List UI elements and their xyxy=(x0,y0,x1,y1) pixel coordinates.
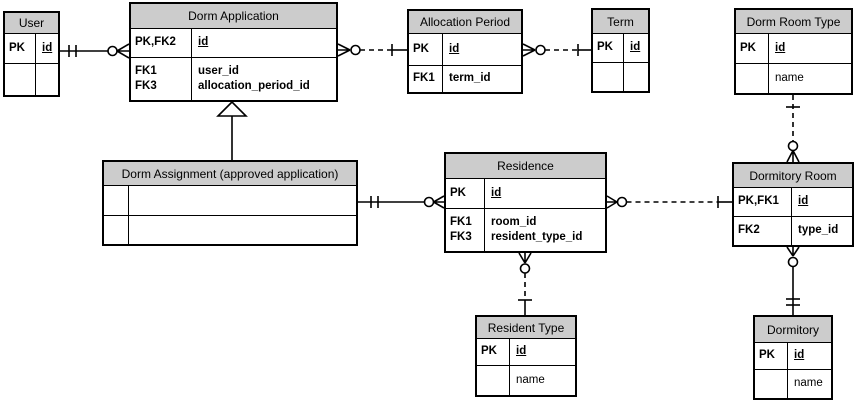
key-cell: FK1 xyxy=(409,66,443,92)
entity-title: Dorm Assignment (approved application) xyxy=(104,162,356,186)
zero-or-many-crow-foot-icon xyxy=(337,43,361,57)
entity-title: Residence xyxy=(446,154,605,179)
entity-title: User xyxy=(5,13,58,34)
entity-table-resident-type[interactable]: Resident Type PK id name xyxy=(475,315,577,397)
entity-table-dorm-room-type[interactable]: Dorm Room Type PK id name xyxy=(734,8,853,95)
key-cell: FK1 FK3 xyxy=(131,58,192,100)
key-cell: PK xyxy=(736,34,769,63)
field-cell: id xyxy=(775,41,786,54)
zero-or-many-crow-foot-icon xyxy=(606,195,628,209)
one-and-only-one-ticks-icon xyxy=(786,298,800,306)
rel-user-dorm-application[interactable] xyxy=(60,43,130,59)
key-cell xyxy=(104,186,129,215)
entity-table-allocation-period[interactable]: Allocation Period PK id FK1 term_id xyxy=(407,9,523,94)
field-cell: name xyxy=(516,373,545,386)
entity-table-dorm-application[interactable]: Dorm Application PK,FK2 id FK1 FK3 user_… xyxy=(129,2,338,102)
rel-dorm-assignment-residence[interactable] xyxy=(358,195,445,209)
field-cell xyxy=(36,64,58,95)
key-cell: PK,FK1 xyxy=(734,188,792,216)
field-cell xyxy=(624,63,648,91)
field-cell: id xyxy=(491,186,502,199)
entity-table-residence[interactable]: Residence PK id FK1 FK3 room_id resident… xyxy=(444,152,607,253)
entity-table-dormitory[interactable]: Dormitory PK id name xyxy=(753,315,833,400)
field-cell: user_id allocation_period_id xyxy=(198,64,310,93)
rel-subtype-dorm-assignment-dorm-application[interactable] xyxy=(216,100,248,160)
field-cell: name xyxy=(775,71,804,84)
zero-or-many-crow-foot-icon xyxy=(423,195,445,209)
rel-dorm-application-allocation-period[interactable] xyxy=(337,43,407,57)
one-and-only-one-ticks-icon xyxy=(370,196,379,208)
zero-or-many-crow-foot-icon xyxy=(786,246,800,268)
key-cell: PK xyxy=(5,34,36,63)
key-cell xyxy=(736,64,769,93)
key-cell: FK1 FK3 xyxy=(446,209,485,251)
rel-residence-dormitory-room[interactable] xyxy=(606,195,732,209)
zero-or-many-crow-foot-icon xyxy=(786,140,800,163)
field-cell xyxy=(129,216,356,244)
key-cell xyxy=(5,64,36,95)
zero-or-many-crow-foot-icon xyxy=(522,43,546,57)
field-cell xyxy=(129,186,356,215)
field-cell: id xyxy=(798,195,809,208)
field-cell: name xyxy=(794,377,823,390)
entity-title: Term xyxy=(593,10,648,34)
field-cell: id xyxy=(630,41,641,54)
key-cell xyxy=(104,216,129,244)
field-cell: id xyxy=(794,349,805,362)
entity-title: Resident Type xyxy=(477,317,575,339)
field-cell: id xyxy=(42,41,53,54)
entity-title: Allocation Period xyxy=(409,11,521,34)
key-cell xyxy=(477,366,510,395)
key-cell: PK,FK2 xyxy=(131,29,192,57)
inheritance-triangle-icon xyxy=(216,100,248,117)
rel-residence-resident-type[interactable] xyxy=(518,252,532,315)
field-cell: room_id resident_type_id xyxy=(491,215,583,244)
entity-title: Dormitory Room xyxy=(734,164,852,188)
field-cell: id xyxy=(516,345,527,358)
entity-table-user[interactable]: User PK id xyxy=(3,11,60,97)
rel-dormitory-room-dormitory[interactable] xyxy=(786,246,800,315)
rel-dorm-room-type-dormitory-room[interactable] xyxy=(786,95,800,163)
field-cell: id xyxy=(449,42,460,55)
key-cell: PK xyxy=(446,179,485,208)
field-cell: id xyxy=(198,36,209,49)
key-cell: PK xyxy=(755,343,788,369)
field-cell: term_id xyxy=(449,72,491,85)
rel-allocation-period-term[interactable] xyxy=(522,43,591,57)
entity-title: Dorm Application xyxy=(131,4,336,29)
zero-or-many-crow-foot-icon xyxy=(107,43,130,59)
entity-table-dorm-assignment[interactable]: Dorm Assignment (approved application) xyxy=(102,160,358,246)
key-cell xyxy=(755,370,788,398)
entity-table-term[interactable]: Term PK id xyxy=(591,8,650,93)
key-cell: PK xyxy=(477,339,510,365)
field-cell: type_id xyxy=(798,224,839,237)
one-and-only-one-ticks-icon xyxy=(68,45,77,57)
key-cell: FK2 xyxy=(734,217,792,245)
key-cell xyxy=(593,63,624,91)
entity-table-dormitory-room[interactable]: Dormitory Room PK,FK1 id FK2 type_id xyxy=(732,162,854,247)
key-cell: PK xyxy=(409,34,443,65)
entity-title: Dorm Room Type xyxy=(736,10,851,34)
entity-title: Dormitory xyxy=(755,317,831,343)
key-cell: PK xyxy=(593,34,624,62)
zero-or-many-crow-foot-icon xyxy=(518,252,532,274)
